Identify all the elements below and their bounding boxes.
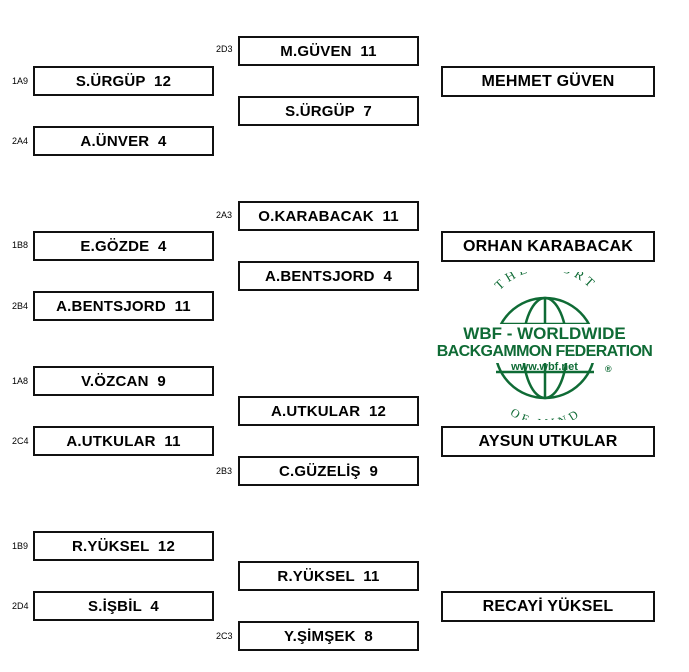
seed-label: 2D4 [12,601,29,611]
svg-text:OF MIND: OF MIND [508,405,584,420]
winner-box: RECAYİ YÜKSEL [441,591,655,622]
winner-box: MEHMET GÜVEN [441,66,655,97]
round1-player-box: A.BENTSJORD 11 [33,291,214,321]
seed-label: 2A3 [216,210,233,220]
round2-player-box: A.UTKULAR 12 [238,396,419,426]
svg-text:THE SPORT: THE SPORT [491,272,600,293]
seed-label: 2A4 [12,136,29,146]
round1-player-box: V.ÖZCAN 9 [33,366,214,396]
logo-top-arc-text: THE SPORT [491,272,596,293]
round2-player-box: M.GÜVEN 11 [238,36,419,66]
round1-player-box: S.ÜRGÜP 12 [33,66,214,96]
round1-player-box: A.ÜNVER 4 [33,126,214,156]
logo-line2: BACKGAMMON FEDERATION [432,343,657,363]
round1-player-box: S.İŞBİL 4 [33,591,214,621]
wbf-logo: THE SPORT OF MIND WBF - WORLDWIDE BACKGA… [432,272,657,420]
round2-player-box: C.GÜZELİŞ 9 [238,456,419,486]
winner-box: AYSUN UTKULAR [441,426,655,457]
round2-player-box: Y.ŞİMŞEK 8 [238,621,419,651]
seed-label: 1A9 [12,76,29,86]
round2-player-box: A.BENTSJORD 4 [238,261,419,291]
round2-player-box: R.YÜKSEL 11 [238,561,419,591]
round2-player-box: S.ÜRGÜP 7 [238,96,419,126]
seed-label: 1B8 [12,240,29,250]
round1-player-box: A.UTKULAR 11 [33,426,214,456]
round1-player-box: R.YÜKSEL 12 [33,531,214,561]
seed-label: 2B3 [216,466,233,476]
seed-label: 2B4 [12,301,29,311]
logo-bottom-arc-text: OF MIND [508,405,580,420]
round2-player-box: O.KARABACAK 11 [238,201,419,231]
logo-line1: WBF - WORLDWIDE [432,324,657,344]
round1-player-box: E.GÖZDE 4 [33,231,214,261]
winner-box: ORHAN KARABACAK [441,231,655,262]
logo-url: www.wbf.net [511,361,578,373]
seed-label: 2C4 [12,436,29,446]
logo-registered-mark: ® [605,364,612,374]
seed-label: 2D3 [216,44,233,54]
seed-label: 2C3 [216,631,233,641]
seed-label: 1A8 [12,376,29,386]
seed-label: 1B9 [12,541,29,551]
